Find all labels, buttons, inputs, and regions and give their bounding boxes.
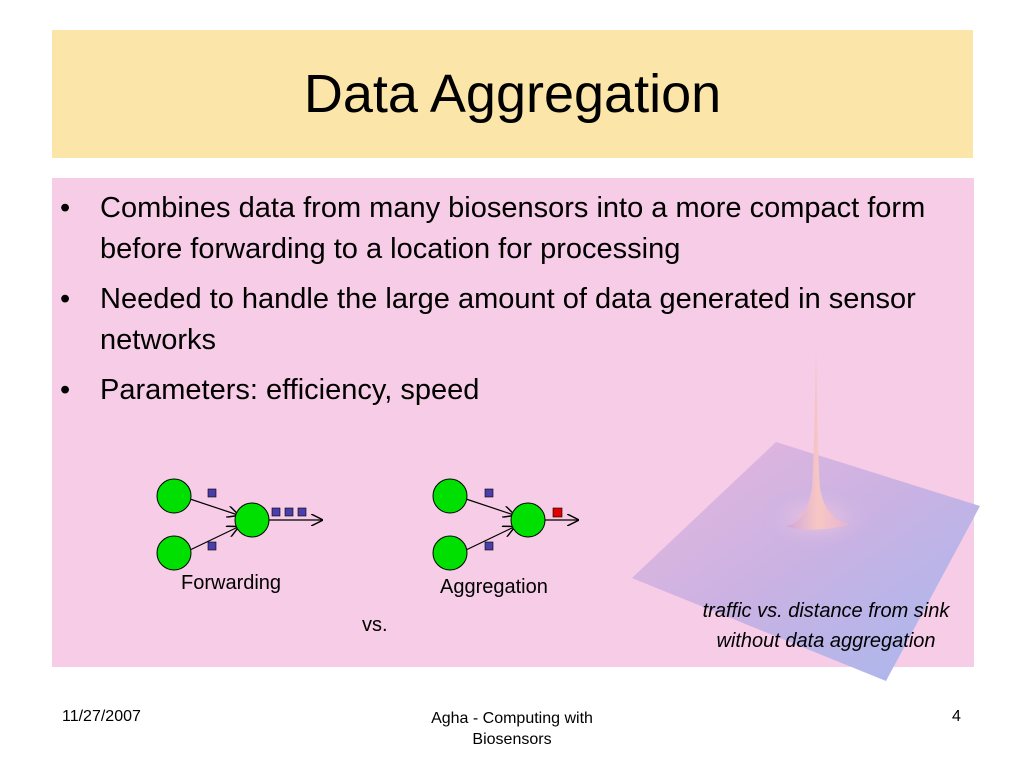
surface-spike: [786, 352, 850, 530]
bullet-marker: •: [60, 192, 71, 224]
bullet-item: • Parameters: efficiency, speed: [60, 370, 960, 411]
bullet-text: Parameters: efficiency, speed: [100, 374, 480, 406]
bullet-list: • Combines data from many biosensors int…: [60, 188, 960, 420]
forward-source-node-top: [156, 478, 192, 514]
footer-center-line-2: Biosensors: [472, 731, 552, 748]
aggregate-source-node-bottom: [432, 535, 468, 571]
surface-plane: [632, 442, 980, 681]
footer-center-line-1: Agha - Computing with: [431, 710, 593, 727]
figure-caption-line-1: traffic vs. distance from sink: [702, 600, 950, 622]
aggregate-packet-combined: [552, 507, 563, 518]
bullet-marker: •: [60, 374, 71, 406]
aggregation-label: Aggregation: [440, 576, 548, 598]
forward-packet-out-2: [284, 507, 294, 517]
forwarding-label: Forwarding: [181, 572, 282, 594]
aggregate-relay-node: [510, 502, 546, 538]
forward-packet-out-3: [297, 507, 307, 517]
title-banner: Data Aggregation: [52, 30, 973, 158]
forward-edge-top: [189, 498, 238, 515]
bullet-item: • Combines data from many biosensors int…: [60, 188, 960, 270]
bullet-text: Combines data from many biosensors into …: [100, 192, 926, 265]
footer-center: Agha - Computing with Biosensors: [362, 708, 662, 750]
forward-packet-top: [207, 488, 217, 498]
footer-page-number: 4: [952, 708, 961, 725]
traffic-surface-plot: [632, 352, 980, 681]
aggregate-edge-top: [465, 498, 514, 515]
bullet-item: • Needed to handle the large amount of d…: [60, 279, 960, 361]
footer-date: 11/27/2007: [62, 708, 141, 725]
vs-label: vs.: [362, 614, 388, 636]
forwarding-diagram: [156, 478, 322, 571]
aggregate-source-node-top: [432, 478, 468, 514]
aggregate-edge-bottom: [465, 527, 514, 551]
forward-edge-bottom: [189, 527, 238, 551]
forward-relay-node: [234, 502, 270, 538]
forward-source-node-bottom: [156, 535, 192, 571]
forward-packet-out-1: [271, 507, 281, 517]
figure-caption: traffic vs. distance from sink without d…: [640, 596, 1012, 656]
figure-caption-line-2: without data aggregation: [716, 630, 936, 652]
aggregation-diagram: [432, 478, 578, 571]
bullet-text: Needed to handle the large amount of dat…: [100, 283, 916, 356]
slide-title: Data Aggregation: [303, 64, 722, 124]
forward-packet-bottom: [207, 541, 217, 551]
bullet-marker: •: [60, 283, 71, 315]
forwarding-vs-aggregation-diagram: [156, 478, 590, 571]
aggregate-packet-bottom: [484, 541, 494, 551]
aggregate-packet-top: [484, 488, 494, 498]
